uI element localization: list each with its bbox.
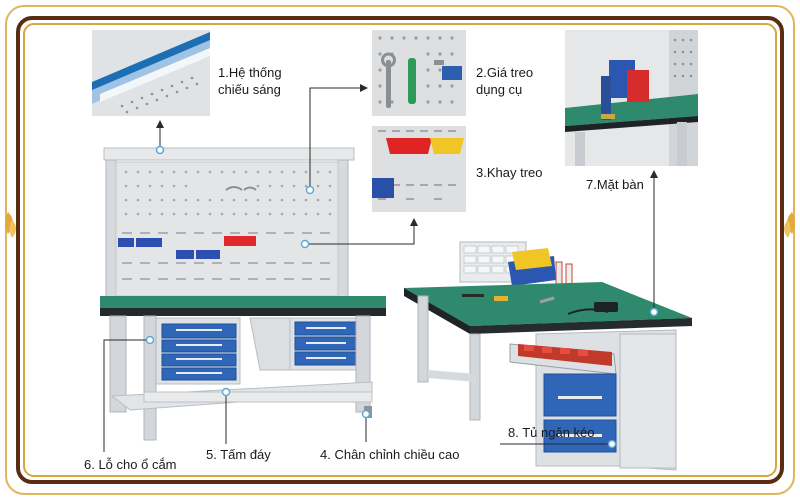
leader-line-socket-hole: [103, 339, 150, 452]
label-hanging-tray: 3.Khay treo: [476, 165, 543, 180]
pegboard-holes: [124, 170, 332, 216]
marker-worktop-icon: [649, 307, 659, 317]
lighting-inset-photo: [92, 30, 210, 116]
label-worktop: 7.Mặt bàn: [586, 177, 644, 192]
marker-drawer-cabinet-icon: [607, 439, 617, 449]
right-ornament-icon: [784, 212, 795, 238]
tool-rack-inset-photo: [372, 30, 466, 116]
label-lighting-line1: 1.Hệ thống: [218, 65, 282, 80]
marker-leveling-feet-icon: [361, 409, 371, 419]
leader-line-tool-rack: [309, 84, 368, 190]
leader-line-tray: [305, 218, 418, 245]
worktop-inset-photo: [565, 30, 698, 166]
marker-tray-icon: [300, 239, 310, 249]
label-tool-rack-line1: 2.Giá treo: [476, 65, 534, 80]
marker-socket-hole-icon: [145, 335, 155, 345]
label-base-plate: 5. Tấm đáy: [206, 447, 271, 462]
marker-base-plate-icon: [221, 387, 231, 397]
marker-lighting-icon: [155, 145, 165, 155]
left-ornament-icon: [5, 212, 16, 238]
marker-tool-rack-icon: [305, 185, 315, 195]
hanging-tray-inset-photo: [372, 126, 466, 212]
label-tool-rack-line2: dụng cụ: [476, 82, 523, 97]
label-leveling-feet: 4. Chân chỉnh chiều cao: [320, 447, 460, 462]
label-socket-hole: 6. Lỗ cho ổ cắm: [84, 457, 177, 472]
label-lighting-line2: chiếu sáng: [218, 82, 281, 97]
label-drawer-cabinet: 8. Tủ ngăn kéo: [508, 425, 595, 440]
